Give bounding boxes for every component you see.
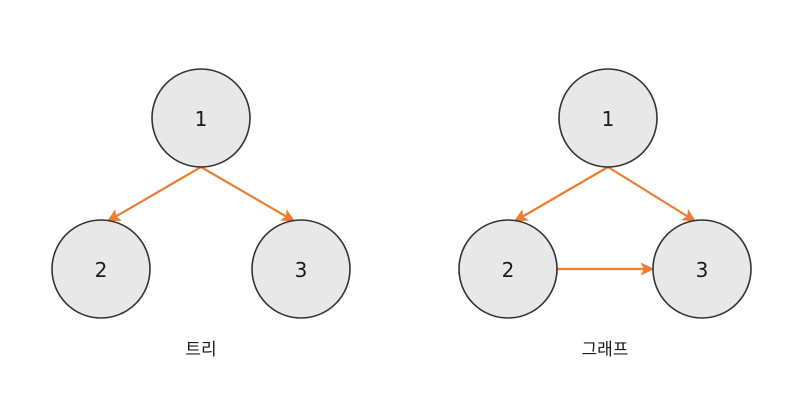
node-label: 3 [295,258,308,282]
node-label: 1 [602,107,615,131]
graph-node-2[interactable]: 2 [458,219,558,319]
node-label: 1 [195,107,208,131]
edge-graph-1-to-2 [513,166,609,222]
edge-tree-1-to-3 [200,166,296,222]
node-circle[interactable] [458,219,558,319]
tree-edges [106,166,296,222]
node-circle[interactable] [251,219,351,319]
edge-graph-1-to-3 [607,166,697,222]
node-label: 2 [95,258,108,282]
node-label: 2 [502,258,515,282]
node-circle[interactable] [51,219,151,319]
caption-tree: 트리 [185,340,216,360]
edge-tree-1-to-2 [106,166,202,222]
caption-graph: 그래프 [582,340,629,360]
graph-node-1[interactable]: 1 [558,68,658,168]
diagram-tree: 1 2 3 트리 [51,68,351,360]
node-circle[interactable] [558,68,658,168]
graph-node-3[interactable]: 3 [652,219,752,319]
tree-node-2[interactable]: 2 [51,219,151,319]
tree-node-1[interactable]: 1 [151,68,251,168]
node-label: 3 [696,258,709,282]
graph-edges [513,166,697,276]
tree-node-3[interactable]: 3 [251,219,351,319]
diagram-graph: 1 2 3 그래프 [458,68,752,360]
node-circle[interactable] [652,219,752,319]
node-circle[interactable] [151,68,251,168]
